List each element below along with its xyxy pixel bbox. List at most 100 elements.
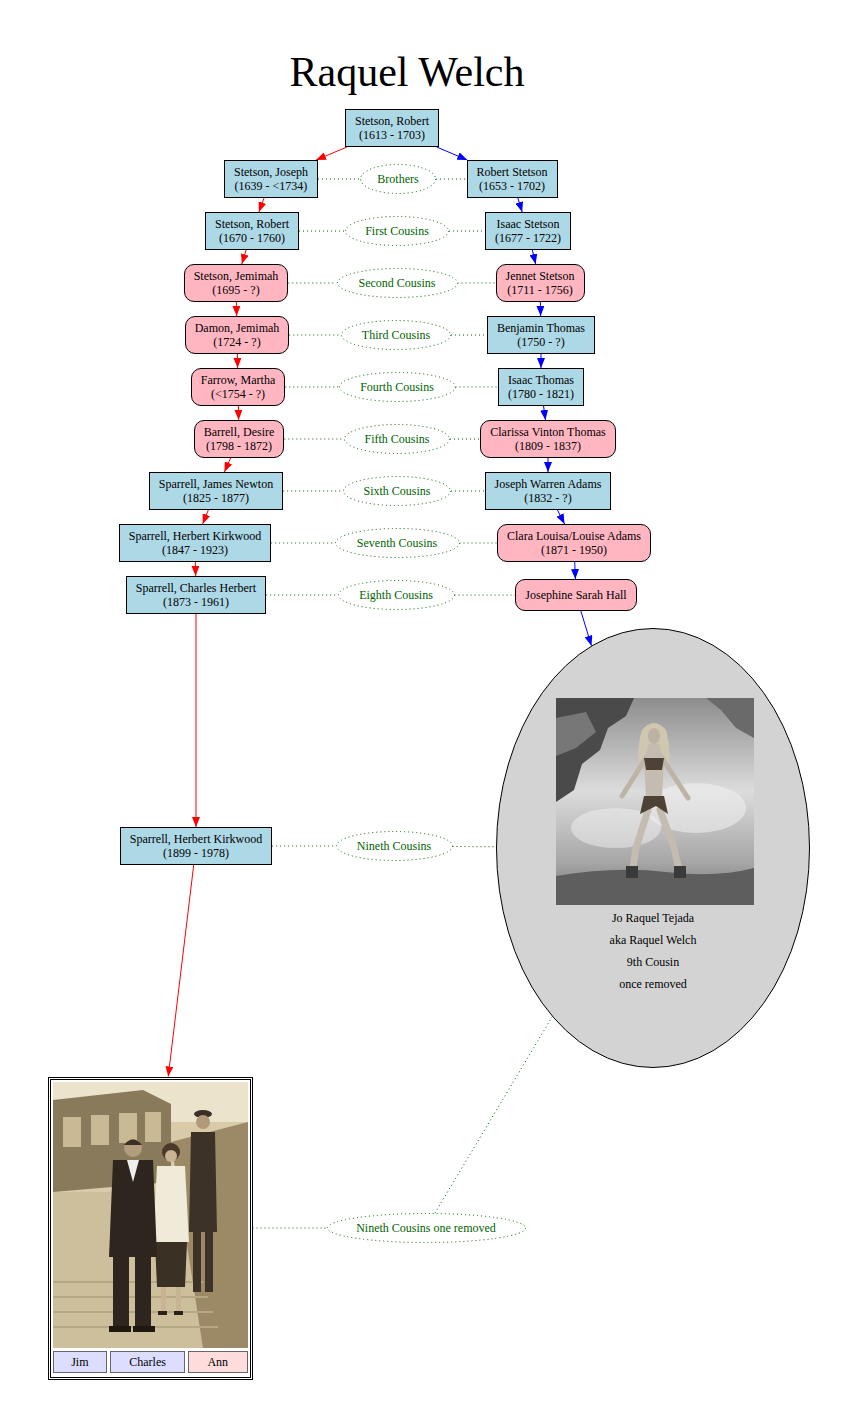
node-text: Stetson, Joseph: [234, 165, 308, 179]
person-box-rounded: Josephine Sarah Hall: [515, 579, 636, 611]
node-text: (1695 - ?): [212, 283, 259, 297]
relation-ellipse: First Cousins: [345, 216, 449, 246]
illustration-shape: [153, 1166, 189, 1242]
relation-label: First Cousins: [365, 224, 429, 238]
illustration-shape: [556, 868, 754, 905]
illustration-shape: [640, 796, 668, 814]
descent-arrow: [168, 865, 193, 1077]
descent-arrow: [242, 250, 246, 264]
person-box: Joseph Warren Adams(1832 - ?): [485, 472, 612, 510]
node-text: (1724 - ?): [213, 335, 260, 349]
relation-ellipse: Brothers: [360, 164, 436, 194]
node-text: Farrow, Martha: [201, 373, 276, 387]
node-text: (1780 - 1821): [508, 387, 574, 401]
node-text: (<1754 - ?): [211, 387, 265, 401]
portrait-caption: Jo Raquel Tejadaaka Raquel Welch9th Cous…: [496, 907, 810, 995]
relation-link: [456, 387, 498, 388]
node-text: 9th Cousin: [496, 951, 810, 973]
node-text: Jennet Stetson: [506, 269, 575, 283]
node-text: (1677 - 1722): [495, 231, 561, 245]
relation-link: [289, 335, 341, 336]
illustration-shape: [189, 1132, 217, 1232]
diagram-title: Raquel Welch: [290, 48, 525, 96]
relation-label: Eighth Cousins: [359, 588, 433, 602]
relation-label: Third Cousins: [362, 328, 430, 342]
relation-link: [299, 231, 345, 232]
relation-label: Second Cousins: [358, 276, 435, 290]
illustration-shape: [124, 1139, 142, 1157]
node-text: (1899 - 1978): [163, 846, 229, 860]
person-box-rounded: Damon, Jemimah(1724 - ?): [185, 316, 290, 354]
illustration-shape: [155, 1242, 187, 1287]
person-box: Isaac Stetson(1677 - 1722): [485, 212, 571, 250]
illustration-shape: [165, 1150, 177, 1162]
person-box-rounded: Clarissa Vinton Thomas(1809 - 1837): [480, 420, 616, 458]
descent-arrow: [236, 302, 237, 316]
relation-link: [435, 1017, 552, 1213]
node-text: (1639 - <1734): [235, 179, 308, 193]
node-text: Barrell, Desire: [204, 425, 275, 439]
descent-arrow: [518, 198, 522, 212]
descent-arrow: [259, 198, 264, 212]
person-box: Benjamin Thomas(1750 - ?): [487, 316, 595, 354]
relation-label: Brothers: [377, 172, 418, 186]
person-box: Stetson, Joseph(1639 - <1734): [224, 160, 318, 198]
node-text: (1798 - 1872): [206, 439, 272, 453]
person-box: Sparrell, Herbert Kirkwood(1847 - 1923): [119, 524, 271, 562]
node-text: Clarissa Vinton Thomas: [490, 425, 606, 439]
illustration-shape: [113, 1257, 129, 1327]
illustration-shape: [626, 866, 638, 878]
illustration-shape: [162, 1143, 180, 1161]
relation-link: [451, 491, 485, 492]
person-box: Isaac Thomas(1780 - 1821): [498, 368, 584, 406]
illustration-shape: [109, 1160, 157, 1257]
node-text: (1847 - 1923): [162, 543, 228, 557]
illustration-shape: [556, 698, 754, 905]
illustration-shape: [145, 1112, 161, 1142]
relation-label: Fourth Cousins: [360, 380, 434, 394]
person-box-rounded: Clara Louisa/Louise Adams(1871 - 1950): [497, 524, 651, 562]
node-outline-shape: [346, 217, 449, 246]
relation-ellipse: Second Cousins: [337, 268, 458, 298]
descent-arrow: [224, 458, 230, 472]
family-photo: [53, 1082, 248, 1348]
name-strip: JimCharlesAnn: [53, 1351, 248, 1373]
person-box-rounded: Farrow, Martha(<1754 - ?): [191, 368, 286, 406]
person-box: Stetson, Robert(1613 - 1703): [345, 109, 439, 147]
relation-link: [458, 283, 496, 284]
relation-label: Seventh Cousins: [357, 536, 437, 550]
illustration-shape: [644, 744, 664, 798]
descent-arrow: [203, 510, 209, 524]
name-cell: Charles: [110, 1351, 185, 1373]
node-text: aka Raquel Welch: [496, 929, 810, 951]
relation-ellipse: Eighth Cousins: [338, 580, 455, 610]
node-outline-shape: [336, 832, 452, 861]
node-text: Sparrell, Herbert Kirkwood: [130, 832, 262, 846]
node-text: Isaac Stetson: [497, 217, 560, 231]
node-text: Stetson, Robert: [215, 217, 289, 231]
person-box: Sparrell, Charles Herbert(1873 - 1961): [126, 576, 266, 614]
node-outline-shape: [497, 629, 810, 1068]
relation-link: [450, 439, 480, 440]
illustration-shape: [174, 1311, 183, 1315]
node-text: Sparrell, Herbert Kirkwood: [129, 529, 261, 543]
person-box-rounded: Stetson, Jemimah(1695 - ?): [184, 264, 289, 302]
name-cell: Ann: [188, 1351, 247, 1373]
illustration-shape: [91, 1115, 109, 1145]
node-text: Robert Stetson: [477, 165, 548, 179]
person-box: Robert Stetson(1653 - 1702): [467, 160, 558, 198]
node-text: Josephine Sarah Hall: [525, 588, 626, 602]
illustration-shape: [109, 1326, 131, 1332]
relation-link: [284, 439, 344, 440]
node-outline-shape: [339, 373, 455, 402]
node-text: (1653 - 1702): [479, 179, 545, 193]
descent-arrow: [532, 250, 535, 264]
relation-link: [318, 179, 360, 180]
node-outline-shape: [345, 425, 450, 454]
relation-link: [272, 846, 335, 847]
descent-arrow: [195, 562, 196, 576]
relation-label: Sixth Cousins: [363, 484, 430, 498]
relation-label: Fifth Cousins: [364, 432, 429, 446]
illustration-shape: [176, 1287, 181, 1312]
descent-arrow: [540, 354, 541, 368]
